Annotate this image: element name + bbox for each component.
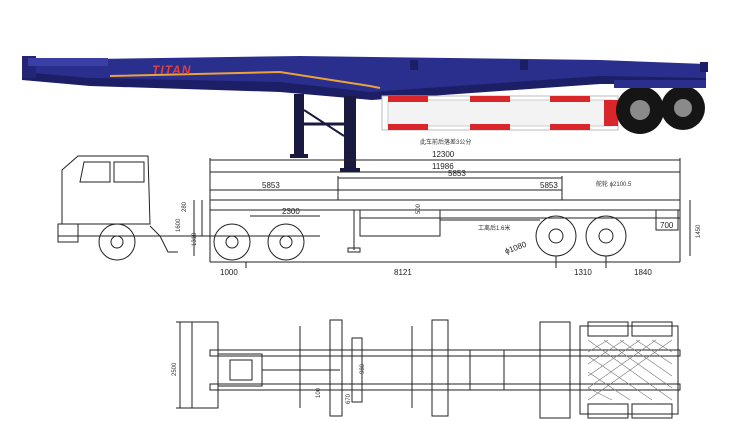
cab-window [79,161,111,183]
dim-mid-a: 980 [360,363,366,374]
landing-gear-right [344,96,356,170]
tractor-rear-hub [225,235,239,249]
dim-rear-overhang: 1840 [634,268,652,277]
dim-rear-height: 700 [660,221,674,230]
checker-plate [587,339,673,401]
dim-front-overhang: 1000 [220,268,238,277]
crossmember-lock [329,319,343,417]
rear-tire-hub [674,99,692,117]
side-guard [381,95,619,131]
front-crossbeam [28,58,108,66]
photo-note: 此车前后落差3公分 [420,138,471,146]
tractor-rear-hub [279,235,293,249]
side-view-dimensions: 12300 11986 5853 5853 5853 舵轮 ϕ2100.5 28… [176,150,702,277]
dim-overall: 12300 [432,150,455,159]
twist-lock [700,62,708,72]
gooseneck-inner [229,359,253,381]
frame-main-beam [22,56,706,94]
dim-mid-b: 670 [346,393,352,404]
front-crossmember [191,321,219,409]
dim-mid-c: 100 [316,387,322,398]
rear-wheel-left [587,403,629,419]
dim-deck-height: 280 [182,201,188,212]
dim-landing-gear: 500 [416,203,422,214]
rear-deck [579,325,679,415]
dim-axle-spread: 1310 [574,268,592,277]
brand-logo: TITAN [152,63,191,77]
dim-front-height: 1600 [176,218,182,232]
axle-lock [539,321,571,419]
landing-foot [340,168,360,172]
frame-stripe [109,70,381,89]
dim-left-span: 5853 [262,181,280,190]
trailer-wheel [535,215,577,257]
landing-gear-brace [303,109,345,137]
rear-tire-hub [630,100,650,120]
dim-right-lower: 5853 [540,181,558,190]
mudguard [614,80,706,88]
cab-window [113,161,145,183]
main-rail-bottom [209,383,681,391]
landing-gear-left [294,94,304,156]
tractor-rear-wheel [267,223,305,261]
landing-gear-top [351,337,363,403]
tractor-step [149,225,178,253]
tractor-front-wheel [98,223,136,261]
tractor-cab [61,155,151,225]
dim-wheelbase: 8121 [394,268,412,277]
dim-right-upper: 5853 [448,169,466,178]
rear-bumper [655,209,679,231]
trailer-hub [598,228,614,244]
rear-wheel-right [631,403,673,419]
cab-bumper [57,223,79,243]
main-rail-top [209,349,681,357]
dim-kingpin-height: 1310 [192,232,198,246]
rear-wheel-left [587,321,629,337]
dim-width: 2500 [172,362,178,376]
tractor-rear-wheel [213,223,251,261]
dim-lock-label: 舵轮 ϕ2100.5 [596,180,632,188]
dim-gear-label: 工离后1.6米 [478,224,510,232]
landing-foot [290,154,308,158]
gooseneck-plate [217,353,263,387]
side-view-drawing [57,155,691,268]
dim-kingpin-offset: 2300 [282,207,300,216]
trailer-deck [209,199,681,211]
rear-wheel-right [631,321,673,337]
landing-foot [347,247,361,253]
twist-lock [410,60,418,70]
crossmember-lock [431,319,449,417]
top-view-drawing [176,319,681,419]
trailer-wheel [585,215,627,257]
trailer-gooseneck [359,209,441,237]
frame-shadow [22,72,706,100]
twist-lock [520,60,528,70]
top-view-dimensions: 2500 980 670 100 [172,362,366,404]
trailer-hub [548,228,564,244]
dim-deck: 11986 [432,162,454,171]
dim-tire: ϕ1080 [504,240,529,256]
tractor-front-hub [110,235,124,249]
dim-ground-to-deck: 1450 [696,224,702,238]
trailer-photo: TITAN 此车前后落差3公分 [22,56,708,172]
